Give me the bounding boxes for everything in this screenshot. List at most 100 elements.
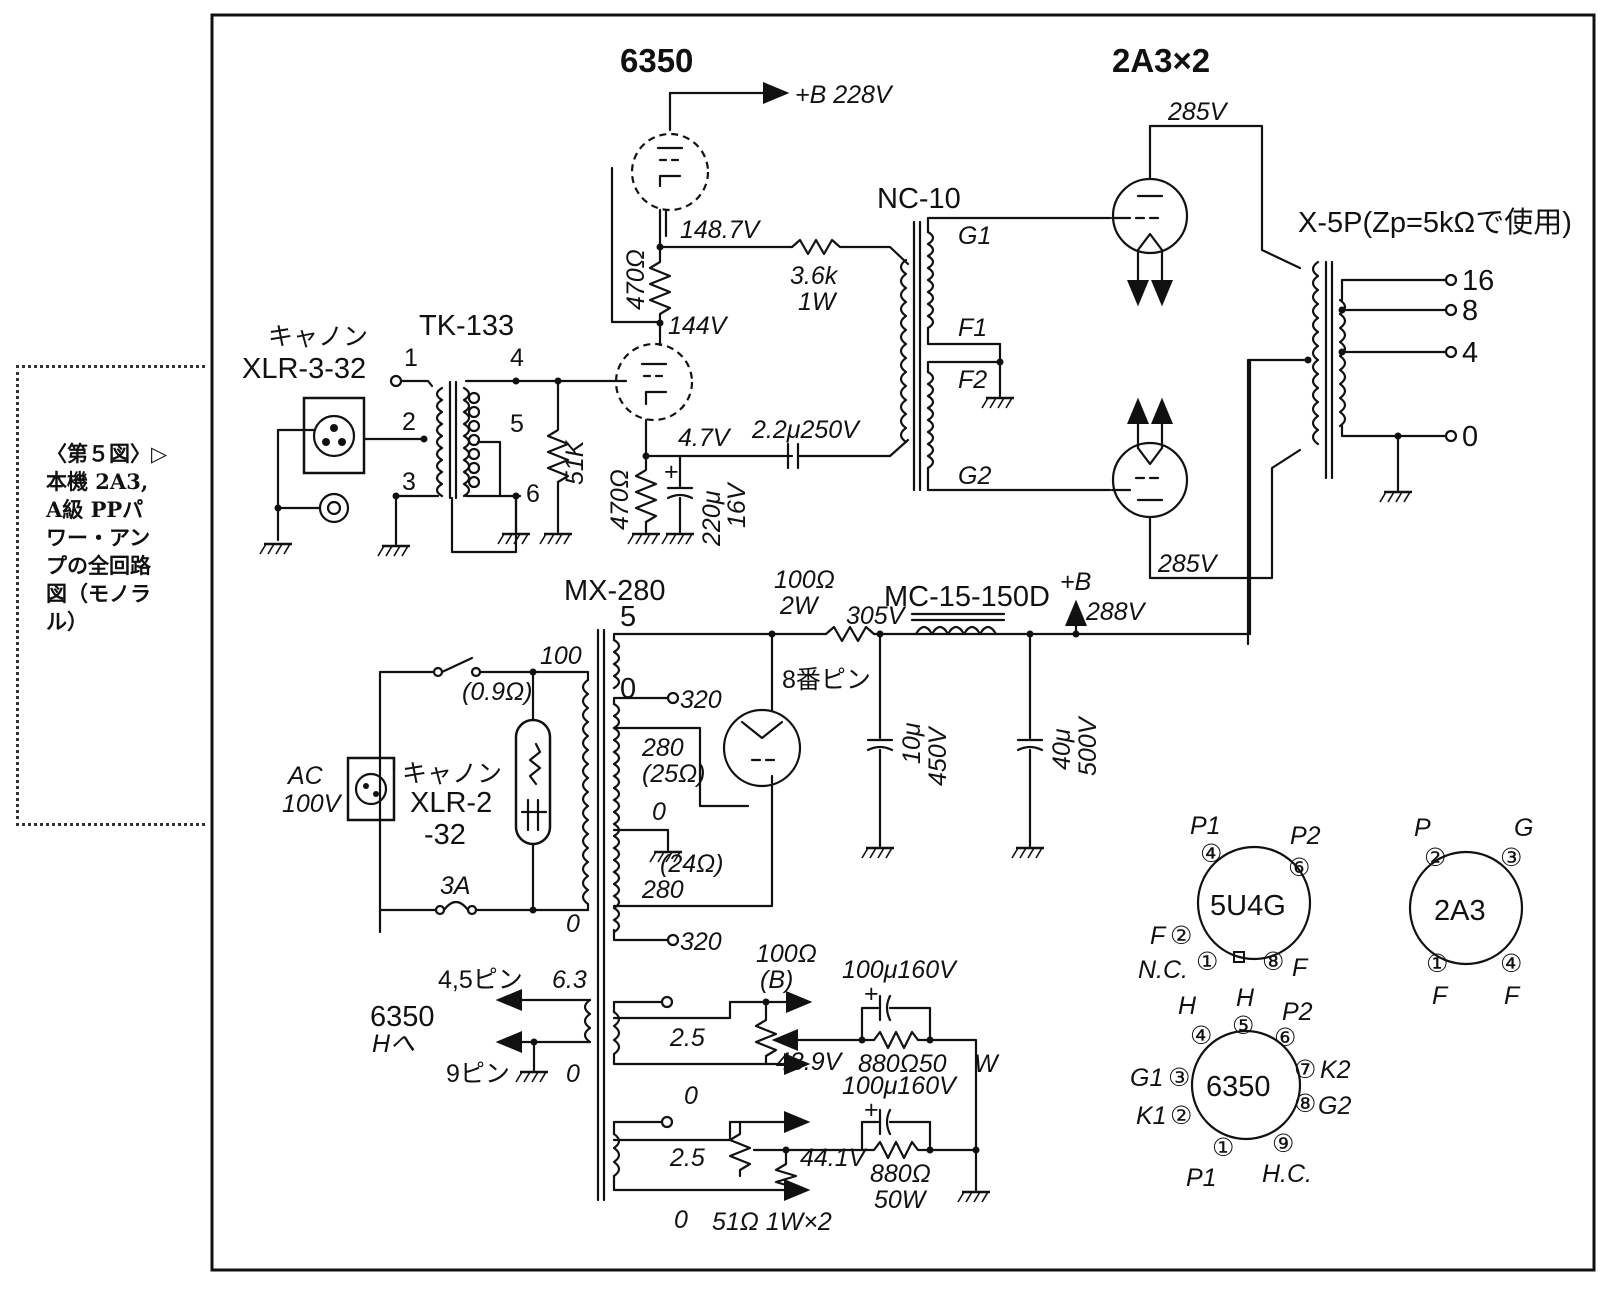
coupling-resistor-value: 3.6k	[790, 262, 839, 290]
rectified-voltage: 305V	[846, 602, 907, 630]
caption-line: A級 PPパ	[46, 497, 144, 522]
driver-tube-label: 6350	[620, 42, 693, 79]
caption-line: 〈第５図〉▷	[46, 441, 168, 466]
bias-section: 2.5 0 100Ω (B) 43.9V + 100μ160V 880Ω50 W…	[612, 940, 1000, 1236]
power-supply-section: MX-280 100 0 (0.9Ω) AC 100V キャノン XLR-2 -…	[282, 358, 1252, 1202]
pin-name: H	[1236, 984, 1255, 1012]
pin-name: P2	[1290, 822, 1321, 850]
bias-cap1: 100μ160V	[842, 956, 958, 984]
bias-winding1-zero: 0	[684, 1082, 698, 1110]
output-triode-lower	[1111, 441, 1189, 519]
driver-triode-lower	[614, 342, 694, 422]
pin-number: ④	[1190, 1022, 1212, 1050]
bias-voltage1: 43.9V	[776, 1048, 844, 1076]
xlr-input-connector	[302, 396, 366, 475]
bias-res2: 880Ω	[870, 1160, 931, 1188]
pin-number: ⑤	[1232, 1012, 1254, 1040]
filter-cap2-value: 40μ	[1048, 728, 1076, 770]
primary-tap-0: 0	[566, 910, 580, 938]
bias-pot: 100Ω	[756, 940, 817, 968]
pin-name: P2	[1282, 998, 1313, 1026]
figure-caption: 〈第５図〉▷ 本機 2A3, A級 PPパ ワー・アン プの全回路 図（モノラ …	[46, 440, 186, 636]
cathode-cap-value: 220μ	[698, 490, 726, 547]
output-section: 2A3×2 285V 285V X-5P(Zp=5kΩで使用)	[1110, 42, 1572, 646]
driver-voltage-4.7: 4.7V	[678, 424, 732, 452]
pin-label: 2	[402, 408, 416, 436]
output-transformer-label: X-5P(Zp=5kΩで使用)	[1298, 206, 1572, 239]
ac-voltage: 100V	[282, 790, 343, 818]
pin-name: K2	[1320, 1056, 1351, 1084]
driver-resistor-upper-label: 470Ω	[622, 249, 650, 310]
power-transformer-label: MX-280	[564, 575, 666, 607]
heater-tube: 6350	[370, 1001, 435, 1033]
bias-winding2-voltage: 2.5	[669, 1144, 705, 1172]
caption-line: 図（モノラ	[46, 581, 151, 606]
pin-name: H	[1178, 992, 1197, 1020]
pin-label: 4	[510, 344, 524, 372]
pin-number: ⑥	[1274, 1024, 1296, 1052]
pinout-5u4g-name: 5U4G	[1210, 890, 1286, 922]
pin-name: N.C.	[1138, 956, 1188, 984]
heater-tube-h: Hへ	[372, 1030, 415, 1058]
fuse-label: 3A	[440, 872, 471, 900]
pinout-2a3-name: 2A3	[1434, 895, 1486, 927]
pin-number: ②	[1170, 1102, 1192, 1130]
input-transformer	[435, 380, 481, 500]
output-tap-16: 16	[1462, 265, 1494, 297]
pin-number: ①	[1426, 950, 1448, 978]
coupling-resistor-watt: 1W	[798, 288, 838, 316]
pin-name: F	[1504, 982, 1521, 1010]
output-plate-voltage-bottom: 285V	[1157, 550, 1219, 578]
b-plus-label: +B	[1060, 568, 1091, 596]
ac-connector-model-2: -32	[424, 819, 466, 851]
coupling-cap-value: 2.2μ250V	[751, 416, 861, 444]
caption-line: ワー・アン	[46, 525, 151, 550]
grid-resistor-value: 51K	[561, 439, 589, 485]
bias-res1-watt: W	[974, 1050, 1000, 1078]
pin-number: ⑦	[1294, 1056, 1316, 1084]
cathode-cap-voltage: 16V	[723, 481, 751, 528]
bias-voltage2: 44.1V	[800, 1144, 868, 1172]
sec-tap: 5	[620, 601, 636, 633]
ac-label: AC	[286, 762, 324, 790]
input-section: キャノン XLR-3-32 1 2 3 TK-133 4 5	[242, 310, 628, 558]
pin-name: P	[1414, 814, 1431, 842]
pin-number: ②	[1170, 922, 1192, 950]
bias-pot-label: (B)	[760, 966, 793, 994]
rectifier-pin-label: 8番ピン	[782, 666, 871, 694]
sec-tap: (24Ω)	[660, 850, 723, 878]
choke-label: MC-15-150D	[884, 581, 1050, 613]
bias-res2-watt: 50W	[874, 1186, 928, 1214]
sec-tap: 0	[652, 798, 666, 826]
pinout-6350: 6350 H ④ H ⑤ P2 ⑥ G1 ③ ⑦ K2 K1 ② ⑧ G2 ① …	[1130, 984, 1351, 1192]
sec-tap: (25Ω)	[642, 760, 705, 788]
pin-name: G1	[1130, 1064, 1163, 1092]
output-triode-upper	[1111, 177, 1189, 255]
sec-tap: 280	[641, 734, 684, 762]
pin-number: ④	[1500, 950, 1522, 978]
pin-number: ①	[1212, 1134, 1234, 1162]
driver-cathode-resistor-label: 470Ω	[606, 469, 634, 530]
pin-number: ⑨	[1272, 1130, 1294, 1158]
output-tap-0: 0	[1462, 421, 1478, 453]
bias-res1: 880Ω50	[858, 1050, 947, 1078]
bias-winding1-voltage: 2.5	[669, 1024, 705, 1052]
pin-name: F	[1150, 922, 1167, 950]
heater-zero: 0	[566, 1060, 580, 1088]
filter-cap2-voltage: 500V	[1074, 715, 1102, 776]
input-connector-model: XLR-3-32	[242, 353, 366, 385]
pin-number: ⑧	[1262, 948, 1284, 976]
sec-tap: 0	[620, 673, 636, 705]
output-tap-8: 8	[1462, 295, 1478, 327]
pin-number: ③	[1168, 1064, 1190, 1092]
pin-number: ⑥	[1288, 854, 1310, 882]
pin-name: G2	[1318, 1092, 1351, 1120]
sec-tap: 320	[680, 686, 722, 714]
ac-connector-model-1: XLR-2	[410, 787, 492, 819]
diagram-border	[210, 13, 1596, 1272]
heater-voltage: 6.3	[552, 966, 587, 994]
pin-label: 6	[526, 480, 540, 508]
driver-b-plus: +B 228V	[795, 81, 894, 109]
pin-label: 1	[404, 344, 418, 372]
pin-number: ③	[1500, 844, 1522, 872]
